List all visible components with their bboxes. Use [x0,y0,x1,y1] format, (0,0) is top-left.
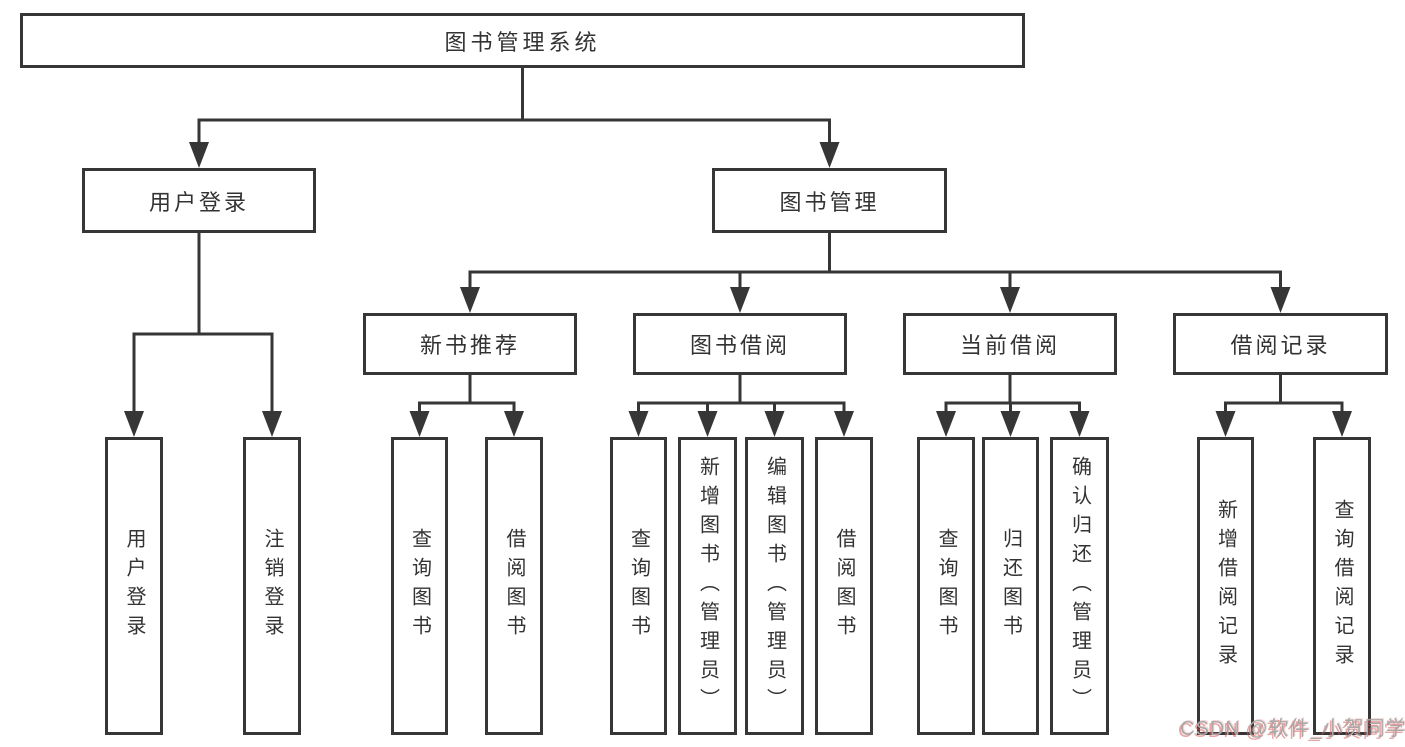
node-cb-return: 归还图书 [982,437,1039,735]
node-book-borrow: 图书借阅 [633,313,847,375]
node-user-login: 用户登录 [82,168,316,233]
node-label-bb-borrow: 借阅图书 [833,528,855,644]
node-label-user-login: 用户登录 [148,189,249,215]
node-system: 图书管理系统 [20,13,1025,68]
node-new-books: 新书推荐 [363,313,577,375]
node-label-book-borrow: 图书借阅 [689,333,790,358]
node-label-nb-query: 查询图书 [408,528,431,644]
node-label-bb-add: 新增图书（管理员） [696,455,719,717]
node-logout-leaf: 注销登录 [243,437,301,735]
node-label-bb-query: 查询图书 [627,528,650,644]
node-br-add: 新增借阅记录 [1197,437,1254,735]
node-user-login-leaf: 用户登录 [105,437,163,735]
node-cb-confirm: 确认归还（管理员） [1050,437,1109,735]
node-bb-edit: 编辑图书（管理员） [745,437,804,735]
node-label-br-add: 新增借阅记录 [1214,499,1237,673]
node-bb-query: 查询图书 [610,437,667,735]
node-label-cb-query: 查询图书 [935,528,957,644]
node-label-cb-return: 归还图书 [999,528,1022,644]
node-label-nb-borrow: 借阅图书 [503,528,525,644]
node-label-book-mgmt: 图书管理 [779,189,880,215]
node-label-logout-leaf: 注销登录 [261,528,283,644]
node-nb-borrow: 借阅图书 [485,437,543,735]
node-bb-add: 新增图书（管理员） [678,437,737,735]
node-br-query: 查询借阅记录 [1313,437,1371,735]
node-borrow-records: 借阅记录 [1173,313,1388,375]
node-nb-query: 查询图书 [391,437,448,735]
node-label-br-query: 查询借阅记录 [1331,499,1353,673]
csdn-watermark: CSDN @软件_小贺同学 [1180,718,1405,740]
node-bb-borrow: 借阅图书 [815,437,873,735]
node-book-mgmt: 图书管理 [712,168,947,233]
node-current-borrow: 当前借阅 [903,313,1117,375]
node-label-system: 图书管理系统 [444,29,601,55]
node-label-cb-confirm: 确认归还（管理员） [1068,455,1091,717]
node-label-current-borrow: 当前借阅 [959,333,1060,358]
node-label-bb-edit: 编辑图书（管理员） [763,455,786,717]
node-label-new-books: 新书推荐 [419,333,520,358]
node-label-user-login-leaf: 用户登录 [123,528,145,644]
node-label-borrow-records: 借阅记录 [1230,333,1331,358]
node-cb-query: 查询图书 [917,437,975,735]
